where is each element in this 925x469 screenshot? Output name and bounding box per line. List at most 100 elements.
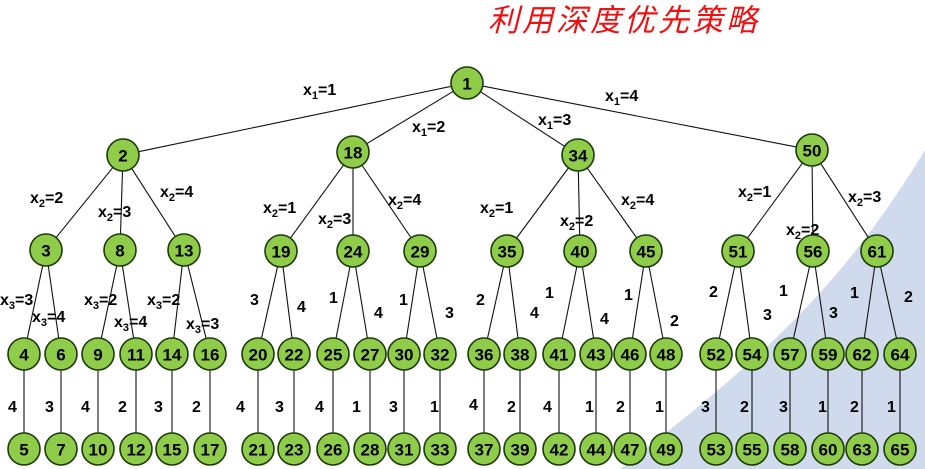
edge-label-27-28: 1 xyxy=(352,399,361,416)
node-circle-57 xyxy=(773,337,807,371)
node-circle-9 xyxy=(81,337,115,371)
edge-label-2-13: x2=4 xyxy=(160,184,193,204)
edge-label-41-42: 4 xyxy=(543,399,552,416)
node-circle-26 xyxy=(316,432,350,466)
node-circle-6 xyxy=(44,337,78,371)
edge-40-43 xyxy=(581,266,595,339)
background-wave xyxy=(620,150,925,469)
edge-label-18-29: x2=4 xyxy=(388,192,421,212)
tree-node-4: 4 xyxy=(7,337,41,371)
node-circle-29 xyxy=(403,234,437,268)
edge-label-51-54: 3 xyxy=(763,307,772,324)
node-circle-62 xyxy=(845,337,879,371)
tree-node-13: 13 xyxy=(167,233,201,267)
node-circle-63 xyxy=(845,432,879,466)
node-label-29: 29 xyxy=(411,243,430,262)
tree-node-26: 26 xyxy=(316,432,350,466)
edge-label-24-27: 4 xyxy=(374,305,383,322)
node-circle-11 xyxy=(119,337,153,371)
edge-label-1-2: x1=1 xyxy=(303,82,336,102)
node-label-65: 65 xyxy=(891,441,910,460)
edge-34-35 xyxy=(516,167,569,239)
tree-node-20: 20 xyxy=(241,337,275,371)
node-circle-17 xyxy=(193,432,227,466)
node-circle-42 xyxy=(542,432,576,466)
edge-label-8-11: x3=4 xyxy=(114,314,147,334)
node-circle-12 xyxy=(119,432,153,466)
edge-label-13-14: x3=2 xyxy=(147,292,180,312)
edge-50-51 xyxy=(747,162,803,239)
node-label-50: 50 xyxy=(803,142,822,161)
node-label-21: 21 xyxy=(249,441,268,460)
node-circle-55 xyxy=(735,432,769,466)
tree-node-14: 14 xyxy=(155,337,189,371)
tree-node-29: 29 xyxy=(403,234,437,268)
tree-node-32: 32 xyxy=(423,337,457,371)
edge-label-22-23: 3 xyxy=(275,399,284,416)
edge-56-59 xyxy=(814,266,827,339)
edge-label-18-19: x2=1 xyxy=(263,200,296,220)
node-label-44: 44 xyxy=(587,441,606,460)
edge-label-13-16: x3=3 xyxy=(186,316,219,336)
edge-label-34-40: x2=2 xyxy=(560,213,593,233)
edge-1-34 xyxy=(480,91,565,147)
edge-label-2-3: x2=2 xyxy=(30,190,63,210)
edge-label-11-12: 2 xyxy=(118,399,127,416)
tree-node-43: 43 xyxy=(579,337,613,371)
edge-label-36-37: 4 xyxy=(469,397,478,414)
tree-node-15: 15 xyxy=(155,432,189,466)
node-label-8: 8 xyxy=(115,242,124,261)
node-label-26: 26 xyxy=(324,441,343,460)
node-circle-50 xyxy=(795,133,829,167)
edge-label-14-15: 3 xyxy=(154,399,163,416)
node-circle-4 xyxy=(7,337,41,371)
edge-40-41 xyxy=(561,266,578,339)
node-circle-23 xyxy=(277,432,311,466)
tree-node-18: 18 xyxy=(336,135,370,169)
edge-label-45-46: 1 xyxy=(624,287,633,304)
node-label-47: 47 xyxy=(621,441,640,460)
edge-3-4 xyxy=(26,265,44,339)
edge-35-38 xyxy=(508,266,519,339)
node-circle-56 xyxy=(796,234,830,268)
node-label-48: 48 xyxy=(657,346,676,365)
tree-node-37: 37 xyxy=(467,432,501,466)
edge-3-6 xyxy=(47,265,60,339)
tree-node-7: 7 xyxy=(44,432,78,466)
tree-node-33: 33 xyxy=(423,432,457,466)
node-circle-27 xyxy=(353,337,387,371)
node-label-15: 15 xyxy=(163,441,182,460)
tree-node-9: 9 xyxy=(81,337,115,371)
tree-node-31: 31 xyxy=(387,432,421,466)
tree-node-64: 64 xyxy=(883,337,917,371)
tree-node-44: 44 xyxy=(579,432,613,466)
node-label-42: 42 xyxy=(550,441,569,460)
node-label-10: 10 xyxy=(89,441,108,460)
node-circle-61 xyxy=(860,234,894,268)
node-label-18: 18 xyxy=(344,144,363,163)
edge-label-35-38: 4 xyxy=(530,305,539,322)
node-label-2: 2 xyxy=(118,147,127,166)
node-label-4: 4 xyxy=(19,346,29,365)
node-circle-21 xyxy=(241,432,275,466)
tree-node-11: 11 xyxy=(119,337,153,371)
edge-label-56-57: 1 xyxy=(779,283,788,300)
node-circle-53 xyxy=(699,432,733,466)
node-label-11: 11 xyxy=(127,346,145,365)
edge-45-48 xyxy=(648,266,664,339)
edge-label-64-65: 1 xyxy=(887,399,896,416)
node-label-40: 40 xyxy=(571,243,590,262)
node-circle-28 xyxy=(353,432,387,466)
node-circle-13 xyxy=(167,233,201,267)
node-circle-41 xyxy=(542,337,576,371)
tree-node-30: 30 xyxy=(387,337,421,371)
edge-18-19 xyxy=(289,164,345,239)
edge-label-50-51: x2=1 xyxy=(738,184,771,204)
tree-node-51: 51 xyxy=(721,234,755,268)
node-circle-37 xyxy=(467,432,501,466)
tree-node-56: 56 xyxy=(796,234,830,268)
node-circle-54 xyxy=(735,337,769,371)
edge-61-62 xyxy=(863,266,876,339)
